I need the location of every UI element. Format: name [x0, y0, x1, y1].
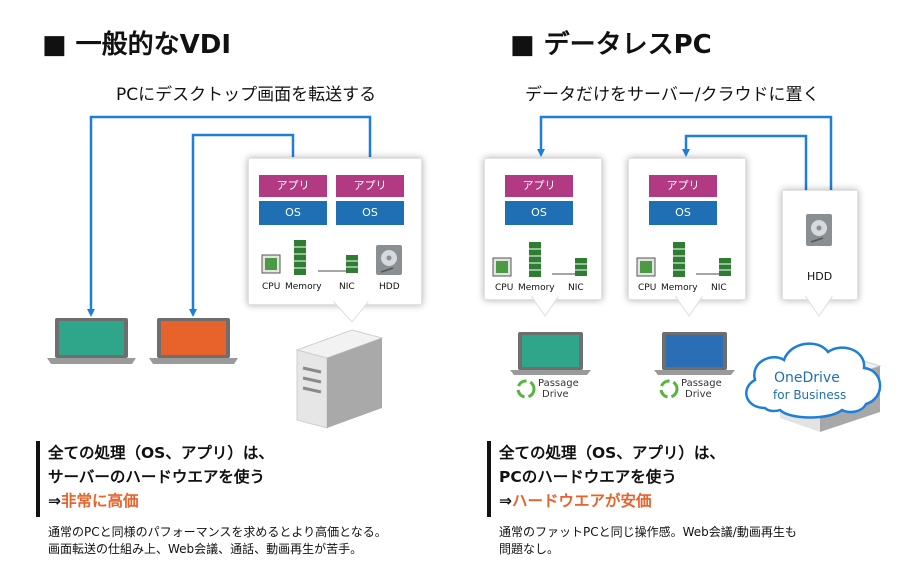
vm2-os: OS — [336, 201, 404, 225]
left-heading: ■ 一般的なVDI — [42, 30, 231, 60]
vm2-app: アプリ — [336, 175, 404, 197]
left-note-line2: サーバーのハードウエアを使う — [48, 468, 265, 486]
arrow-to-laptop-1 — [87, 115, 372, 317]
laptop-blue-right-icon — [654, 332, 735, 375]
pc2-cpu-chip-icon — [636, 257, 656, 277]
pc1-nic-label: NIC — [568, 283, 584, 293]
right-note-conclusion: ⇒ハードウエアが安価 — [499, 490, 652, 513]
nic-label: NIC — [339, 282, 355, 292]
left-note-arrow: ⇒ — [48, 492, 61, 510]
onedrive-line1: OneDrive — [774, 370, 840, 386]
pc2-nic-label: NIC — [711, 283, 727, 293]
pc1-cpu-chip-icon — [492, 257, 512, 277]
left-small-line1: 通常のPCと同様のパフォーマンスを求めるとより高価となる。 — [48, 525, 387, 539]
passage-drive-1-line1: Passage — [538, 378, 579, 389]
pc1-os: OS — [505, 201, 573, 225]
pc1-memory-stick-icon — [529, 242, 541, 277]
pc1-cpu-label: CPU — [495, 283, 514, 293]
right-small-line1: 通常のファットPCと同じ操作感。Web会議/動画再生も — [499, 525, 797, 539]
pc1-nic-card-icon — [575, 258, 587, 276]
right-note-accent: ハードウエアが安価 — [512, 492, 652, 510]
onedrive-cloud-icon — [745, 342, 882, 419]
pc1-app: アプリ — [505, 175, 573, 197]
hdd-disk-icon-right — [806, 214, 832, 246]
memory-stick-icon — [294, 240, 306, 275]
left-small-line2: 画面転送の仕組み上、Web会議、通話、動画再生が苦手。 — [48, 542, 363, 556]
cpu-label: CPU — [262, 282, 281, 292]
pc2-cpu-label: CPU — [638, 283, 657, 293]
arrow-to-pc-2 — [682, 134, 808, 190]
passage-drive-2-line2: Drive — [685, 389, 712, 400]
right-heading: ■ データレスPC — [510, 30, 712, 60]
right-note-arrow: ⇒ — [499, 492, 512, 510]
passage-drive-logo-1-icon — [516, 379, 536, 399]
left-subtitle: PCにデスクトップ画面を転送する — [116, 85, 377, 105]
hdd-label: HDD — [379, 282, 400, 292]
arrow-to-pc-1 — [537, 115, 833, 190]
right-subtitle: データだけをサーバー/クラウドに置く — [525, 85, 820, 105]
passage-drive-logo-2-icon — [659, 379, 679, 399]
laptop-green-right-icon — [510, 332, 591, 375]
passage-drive-1-line2: Drive — [542, 389, 569, 400]
pc2-app: アプリ — [649, 175, 717, 197]
cpu-chip-icon — [261, 254, 281, 274]
left-note-conclusion: ⇒非常に高価 — [48, 490, 139, 513]
left-note-accent: 非常に高価 — [61, 492, 139, 510]
left-note-line1: 全ての処理（OS、アプリ）は、 — [48, 444, 274, 462]
right-note-bar — [487, 441, 491, 517]
nic-card-icon — [346, 255, 358, 273]
arrow-to-laptop-2 — [189, 133, 295, 317]
pc2-os: OS — [649, 201, 717, 225]
pc2-memory-label: Memory — [661, 283, 698, 293]
hdd-label-right: HDD — [807, 270, 833, 283]
pc2-memory-stick-icon — [673, 242, 685, 277]
passage-drive-2-line1: Passage — [681, 378, 722, 389]
right-small-line2: 問題なし。 — [499, 542, 560, 556]
hdd-disk-icon — [376, 245, 402, 275]
laptop-green-icon — [47, 318, 136, 364]
left-note-bar — [36, 441, 40, 517]
right-note-line2: PCのハードウエアを使う — [499, 468, 677, 486]
pc2-nic-card-icon — [719, 258, 731, 276]
vm1-app: アプリ — [259, 175, 327, 197]
right-note-line1: 全ての処理（OS、アプリ）は、 — [499, 444, 725, 462]
server-tower-icon — [295, 329, 384, 429]
laptop-orange-icon — [149, 318, 238, 364]
pc1-memory-label: Memory — [518, 283, 555, 293]
onedrive-line2: for Business — [773, 388, 847, 402]
memory-label: Memory — [285, 282, 322, 292]
vm1-os: OS — [259, 201, 327, 225]
